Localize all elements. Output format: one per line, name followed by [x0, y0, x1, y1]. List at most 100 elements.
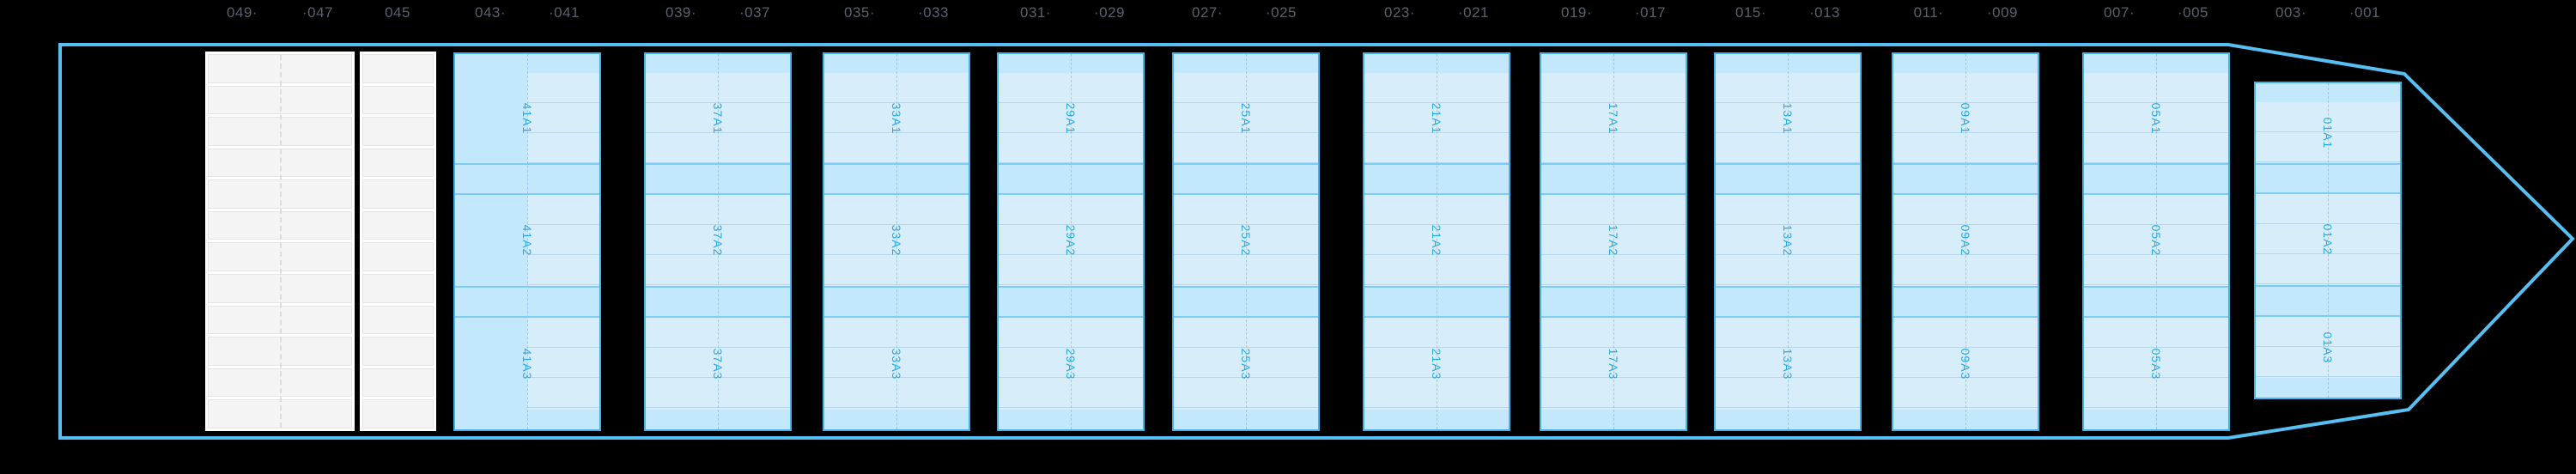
bay-separator [455, 286, 599, 318]
axis-label-025: ·025 [1265, 4, 1297, 21]
empty-slot-cell [362, 368, 434, 398]
cargo-bay-027-025: 25A1 25A2 25A3 [1172, 52, 1320, 431]
empty-slot-cell [362, 337, 434, 366]
empty-slot-cell [362, 242, 434, 272]
bay-separator [1893, 163, 2038, 195]
bay-center-divider [2328, 83, 2329, 398]
axis-label-031: 031· [1019, 4, 1052, 21]
slot-zone-label: 29A1 [1064, 102, 1078, 134]
empty-slot-cell [362, 274, 434, 303]
bay-separator [2256, 285, 2400, 317]
bay-separator [1174, 286, 1318, 318]
slot-zone-label: 21A2 [1430, 224, 1443, 257]
empty-slot-cell [362, 179, 434, 209]
slot-zone-label: 01A2 [2321, 223, 2335, 256]
slot-zone-label: 33A2 [890, 224, 903, 257]
axis-label-029: ·029 [1093, 4, 1126, 21]
empty-slot-cell [362, 399, 434, 428]
slot-zone-label: 37A1 [711, 102, 725, 134]
cargo-bay-015-013: 13A1 13A2 13A3 [1714, 52, 1862, 431]
bay-center-divider [2156, 54, 2157, 429]
slot-zone-label: 13A2 [1781, 224, 1795, 257]
axis-label-017: ·017 [1634, 4, 1667, 21]
axis-label-015: 015· [1735, 4, 1767, 21]
slot-zone-label: 33A3 [890, 348, 903, 380]
axis-label-037: ·037 [738, 4, 771, 21]
slot-zone-label: 25A1 [1239, 102, 1253, 134]
axis-label-003: 003· [2275, 4, 2307, 21]
bay-separator [646, 163, 790, 195]
bay-separator [1541, 163, 1686, 195]
slot-zone-label: 05A3 [2149, 348, 2163, 380]
bay-separator [999, 286, 1143, 318]
bay-separator [1716, 286, 1860, 318]
bay-center-divider [1613, 54, 1614, 429]
slot-zone-label: 09A3 [1959, 348, 1972, 380]
bay-center-divider [1071, 54, 1072, 429]
empty-section-bay-045 [360, 52, 436, 431]
axis-label-021: ·021 [1457, 4, 1490, 21]
axis-label-009: ·009 [1986, 4, 2019, 21]
slot-zone-label: 25A2 [1239, 224, 1253, 257]
bay-inner: 25A1 25A2 25A3 [1174, 54, 1318, 429]
bay-separator [1541, 286, 1686, 318]
bay-center-divider [1965, 54, 1966, 429]
axis-label-043: 043· [474, 4, 507, 21]
bay-center-divider [718, 54, 719, 429]
bay-separator [2084, 286, 2228, 318]
empty-slot-cell [362, 210, 434, 240]
bay-inner: 13A1 13A2 13A3 [1716, 54, 1860, 429]
bay-separator [2256, 163, 2400, 194]
slot-zone-label: 25A3 [1239, 348, 1253, 380]
slot-zone-label: 05A1 [2149, 102, 2163, 134]
axis-label-007: 007· [2103, 4, 2136, 21]
bay-separator [455, 163, 599, 195]
bay-separator [1174, 163, 1318, 195]
bay-center-divider [527, 54, 528, 429]
axis-label-035: 035· [843, 4, 876, 21]
bay-separator [2084, 163, 2228, 195]
axis-label-019: 019· [1560, 4, 1593, 21]
axis-label-041: ·041 [548, 4, 580, 21]
bay-separator [1364, 163, 1509, 195]
axis-label-039: 039· [665, 4, 697, 21]
bay-separator [1893, 286, 2038, 318]
axis-label-027: 027· [1191, 4, 1224, 21]
empty-section-bay-049-047 [205, 52, 355, 431]
bay-center-divider [1788, 54, 1789, 429]
slot-zone-label: 41A1 [520, 102, 534, 134]
slot-zone-label: 13A3 [1781, 348, 1795, 380]
empty-slot-cell [362, 85, 434, 115]
slot-zone-label: 05A2 [2149, 224, 2163, 257]
slot-zone-label: 21A1 [1430, 102, 1443, 134]
bay-separator [999, 163, 1143, 195]
slot-zone-label: 09A2 [1959, 224, 1972, 257]
slot-zone-label: 41A3 [520, 348, 534, 380]
axis-label-005: ·005 [2177, 4, 2209, 21]
slot-zone-01A2[interactable]: 01A2 [2256, 194, 2400, 285]
slot-zone-label: 17A2 [1607, 224, 1620, 257]
section-center-divider [280, 55, 282, 428]
bay-inner: 05A1 05A2 05A3 [2084, 54, 2228, 429]
axis-label-011: 011· [1913, 4, 1944, 21]
hull-outline-path [58, 43, 2575, 440]
slot-zone-label: 01A3 [2321, 331, 2335, 363]
bay-separator [1716, 163, 1860, 195]
axis-label-033: ·033 [917, 4, 950, 21]
bay-separator [1364, 286, 1509, 318]
bay-center-divider [896, 54, 897, 429]
slot-zone-label: 13A1 [1781, 102, 1795, 134]
slot-zone-label: 17A1 [1607, 102, 1620, 134]
